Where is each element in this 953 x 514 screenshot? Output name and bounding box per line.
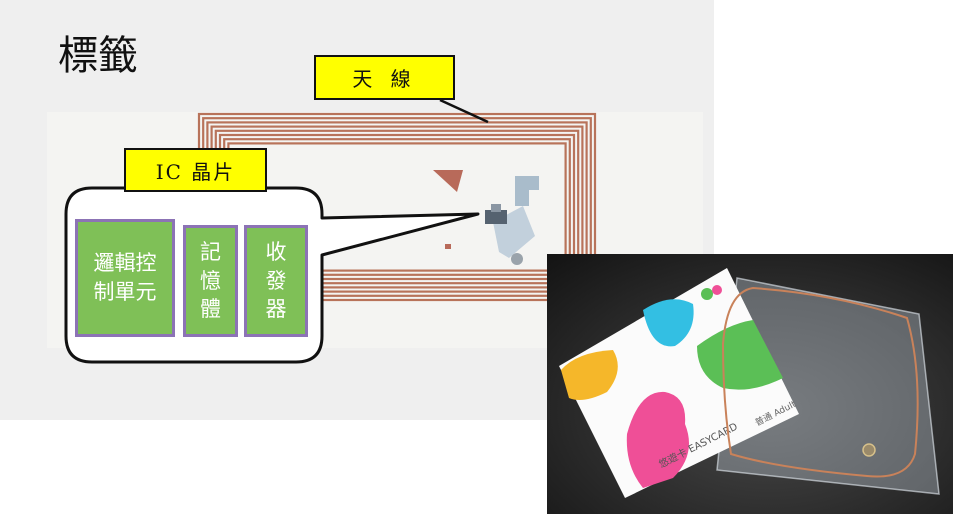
antenna-wire-loop bbox=[721, 286, 919, 478]
antenna-pointer bbox=[439, 98, 489, 124]
antenna-label: 天 線 bbox=[314, 55, 455, 100]
easycard: 悠遊卡 EASYCARD 普通 Adult bbox=[559, 268, 799, 498]
chip-contact bbox=[511, 253, 523, 265]
transceiver-block: 收發器 bbox=[244, 225, 308, 337]
memory-label: 記憶體 bbox=[200, 239, 221, 322]
transceiver-label: 收發器 bbox=[265, 239, 287, 322]
logic-control-unit-block: 邏輯控制單元 bbox=[75, 219, 175, 337]
etched-pad bbox=[445, 244, 451, 249]
ic-chip-label: IC 晶片 bbox=[124, 148, 267, 192]
ic-chip-die bbox=[491, 204, 501, 212]
etched-pad bbox=[433, 170, 463, 192]
chip-module bbox=[862, 443, 876, 457]
logic-control-unit-label: 邏輯控制單元 bbox=[93, 251, 157, 304]
page-title: 標籤 bbox=[58, 33, 138, 79]
chip-bridge bbox=[525, 176, 539, 190]
memory-block: 記憶體 bbox=[183, 225, 238, 337]
easycard-photo: 悠遊卡 EASYCARD 普通 Adult bbox=[547, 254, 953, 514]
ic-chip-die bbox=[485, 210, 507, 224]
